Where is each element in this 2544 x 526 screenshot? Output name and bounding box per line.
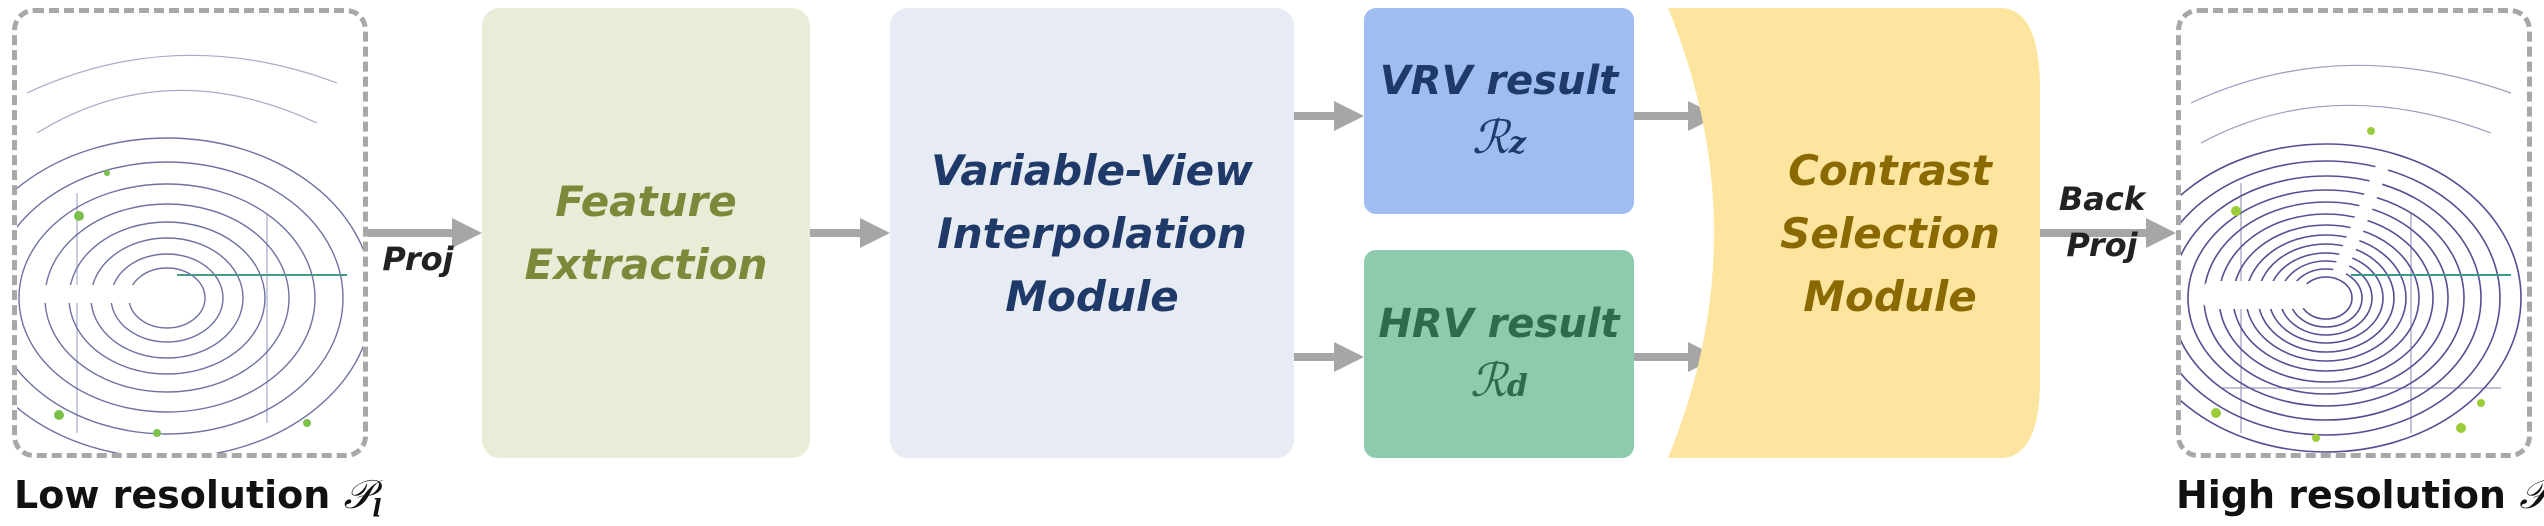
vrv-result-subscript: z — [1508, 126, 1526, 162]
feature-extraction-box: Feature Extraction — [482, 8, 810, 458]
hrv-result-symbol: ℛ — [1470, 353, 1507, 408]
high-resolution-pointcloud-image — [2181, 64, 2522, 453]
high-resolution-label: High resolution — [2176, 473, 2506, 517]
low-resolution-caption: Low resolution 𝒫l — [14, 472, 382, 523]
low-resolution-pointcloud-image — [17, 54, 363, 453]
low-resolution-subscript: l — [372, 493, 382, 523]
interpolation-line-1: Variable-View — [931, 145, 1253, 195]
high-resolution-caption: High resolution 𝒫h — [2176, 472, 2544, 523]
hrv-result-box: HRV result ℛd — [1364, 250, 1634, 458]
back-proj-label: Back Proj — [2052, 176, 2152, 269]
feature-extraction-line-2: Extraction — [524, 240, 768, 289]
vrv-result-title: VRV result — [1379, 58, 1619, 105]
hrv-result-subscript: d — [1506, 369, 1528, 405]
low-resolution-pointcloud-frame — [12, 8, 368, 458]
high-resolution-pointcloud-frame — [2176, 8, 2532, 458]
vrv-result-box: VRV result ℛz — [1364, 8, 1634, 214]
proj-arrow — [368, 218, 482, 248]
contrast-selection-text: Contrast Selection Module — [1740, 8, 2040, 458]
contrast-line-1: Contrast — [1788, 145, 1992, 195]
hrv-result-title: HRV result — [1378, 301, 1620, 348]
feature-to-interpolation-arrow — [810, 218, 890, 248]
high-resolution-symbol: 𝒫 — [2519, 472, 2544, 518]
contrast-line-3: Module — [1803, 271, 1977, 321]
back-proj-line-1: Back — [2058, 180, 2146, 218]
contrast-selection-shape — [1668, 8, 2040, 458]
proj-label: Proj — [382, 240, 454, 278]
vrv-result-symbol: ℛ — [1472, 110, 1509, 165]
contrast-line-2: Selection — [1780, 208, 2000, 258]
interpolation-to-hrv-arrow — [1294, 342, 1364, 372]
low-resolution-label: Low resolution — [14, 473, 331, 517]
back-proj-arrow — [2040, 218, 2176, 248]
interpolation-line-2: Interpolation — [937, 208, 1247, 258]
low-resolution-symbol: 𝒫 — [343, 472, 373, 518]
interpolation-module-box: Variable-View Interpolation Module — [890, 8, 1294, 458]
feature-extraction-line-1: Feature — [555, 177, 737, 226]
interpolation-to-vrv-arrow — [1294, 101, 1364, 131]
back-proj-line-2: Proj — [2066, 226, 2138, 265]
interpolation-line-3: Module — [1005, 271, 1179, 321]
